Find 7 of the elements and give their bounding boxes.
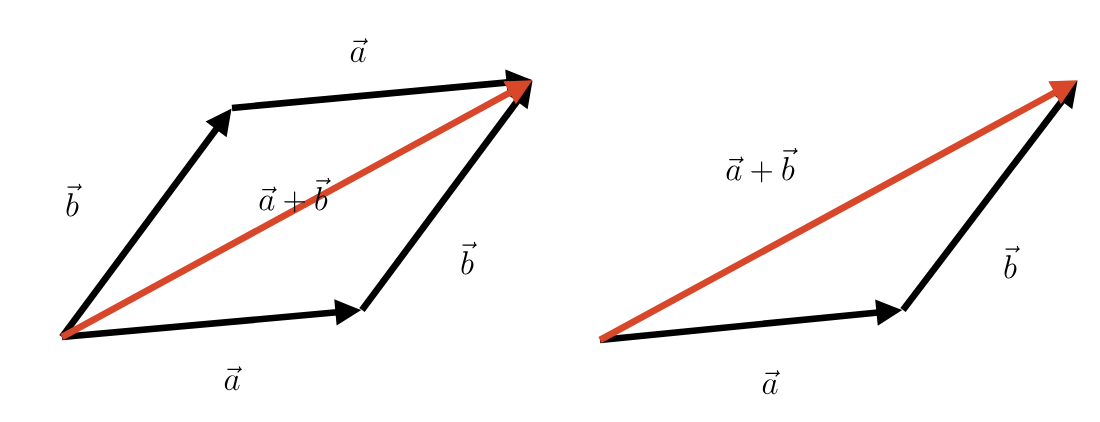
vector-label: $\vec{a}$ (762, 370, 780, 395)
vector-label: $\vec{a}$ (224, 366, 242, 391)
vector-label: $\vec{b}$ (1004, 245, 1020, 279)
vector-label: $\vec{b}$ (66, 183, 82, 217)
vector-label: $\vec{a}$ (350, 38, 368, 63)
vector-label: $\vec{b}$ (461, 241, 477, 275)
vector-label: $\vec{a}+\vec{b}$ (726, 147, 798, 183)
